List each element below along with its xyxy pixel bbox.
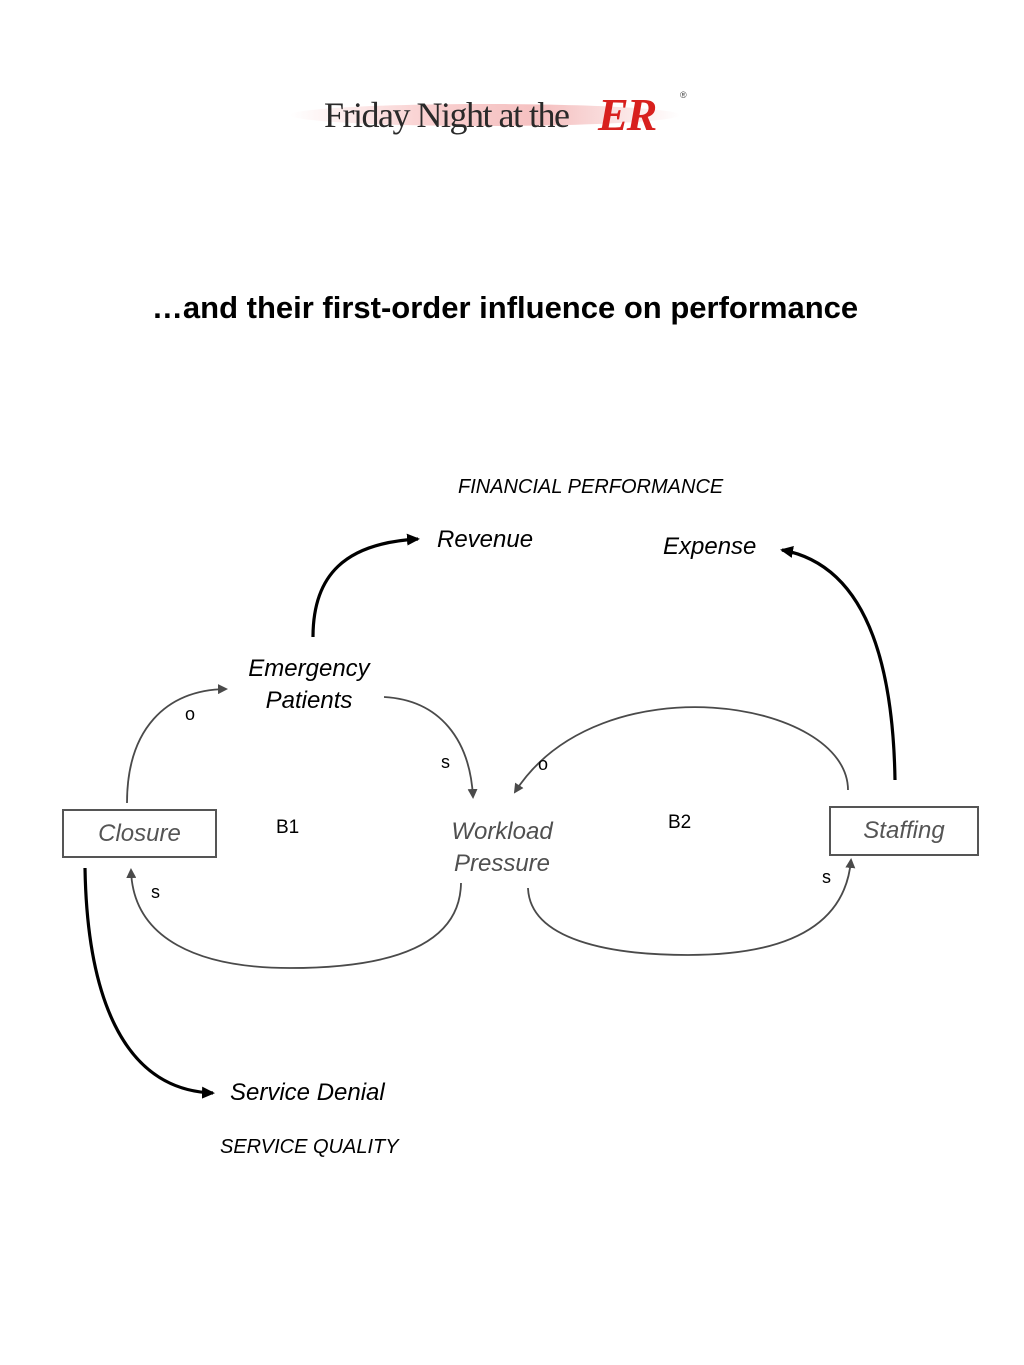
logo-er: ER — [598, 89, 657, 140]
page-title: …and their first-order influence on perf… — [151, 290, 859, 325]
workload-pressure-line2: Pressure — [453, 850, 551, 877]
polarity-workload-to-closure: s — [151, 882, 160, 902]
closure-label: Closure — [98, 819, 181, 847]
polarity-staffing-to-workload: o — [538, 754, 549, 774]
emergency-patients-node: Emergency Patients — [232, 655, 386, 715]
revenue-node: Revenue — [437, 526, 534, 553]
arrow-staffing-to-expense — [780, 546, 897, 781]
logo-text: Friday Night at the — [324, 95, 570, 135]
financial-performance-label: FINANCIAL PERFORMANCE — [458, 476, 724, 498]
service-quality-label: SERVICE QUALITY — [220, 1136, 399, 1158]
closure-node: Closure — [62, 809, 217, 858]
emergency-patients-line1: Emergency — [248, 655, 370, 682]
arrow-workload-to-staffing — [527, 858, 856, 956]
arrow-emergency-to-revenue — [311, 533, 420, 638]
arrow-workload-to-closure — [126, 868, 462, 969]
loop-b1-label: B1 — [276, 817, 300, 838]
arrow-emergency-to-workload — [383, 696, 478, 799]
polarity-emergency-to-workload: s — [441, 752, 450, 772]
service-denial-node: Service Denial — [230, 1079, 385, 1106]
staffing-node: Staffing — [829, 806, 979, 856]
workload-pressure-node: Workload Pressure — [430, 818, 574, 878]
logo-smear — [290, 104, 680, 126]
polarity-workload-to-staffing: s — [822, 867, 831, 887]
expense-node: Expense — [663, 533, 757, 560]
logo-registered-mark: ® — [680, 90, 687, 100]
staffing-label: Staffing — [863, 817, 945, 844]
friday-night-er-logo: Friday Night at the ER ® — [280, 86, 700, 146]
loop-b2-label: B2 — [668, 812, 692, 833]
arrow-staffing-to-workload — [513, 706, 849, 794]
emergency-patients-line2: Patients — [265, 687, 353, 714]
arrow-closure-to-emergency — [126, 684, 228, 804]
arrow-closure-to-service-denial — [83, 867, 215, 1099]
workload-pressure-line1: Workload — [451, 818, 553, 845]
polarity-closure-to-emergency: o — [185, 704, 196, 724]
